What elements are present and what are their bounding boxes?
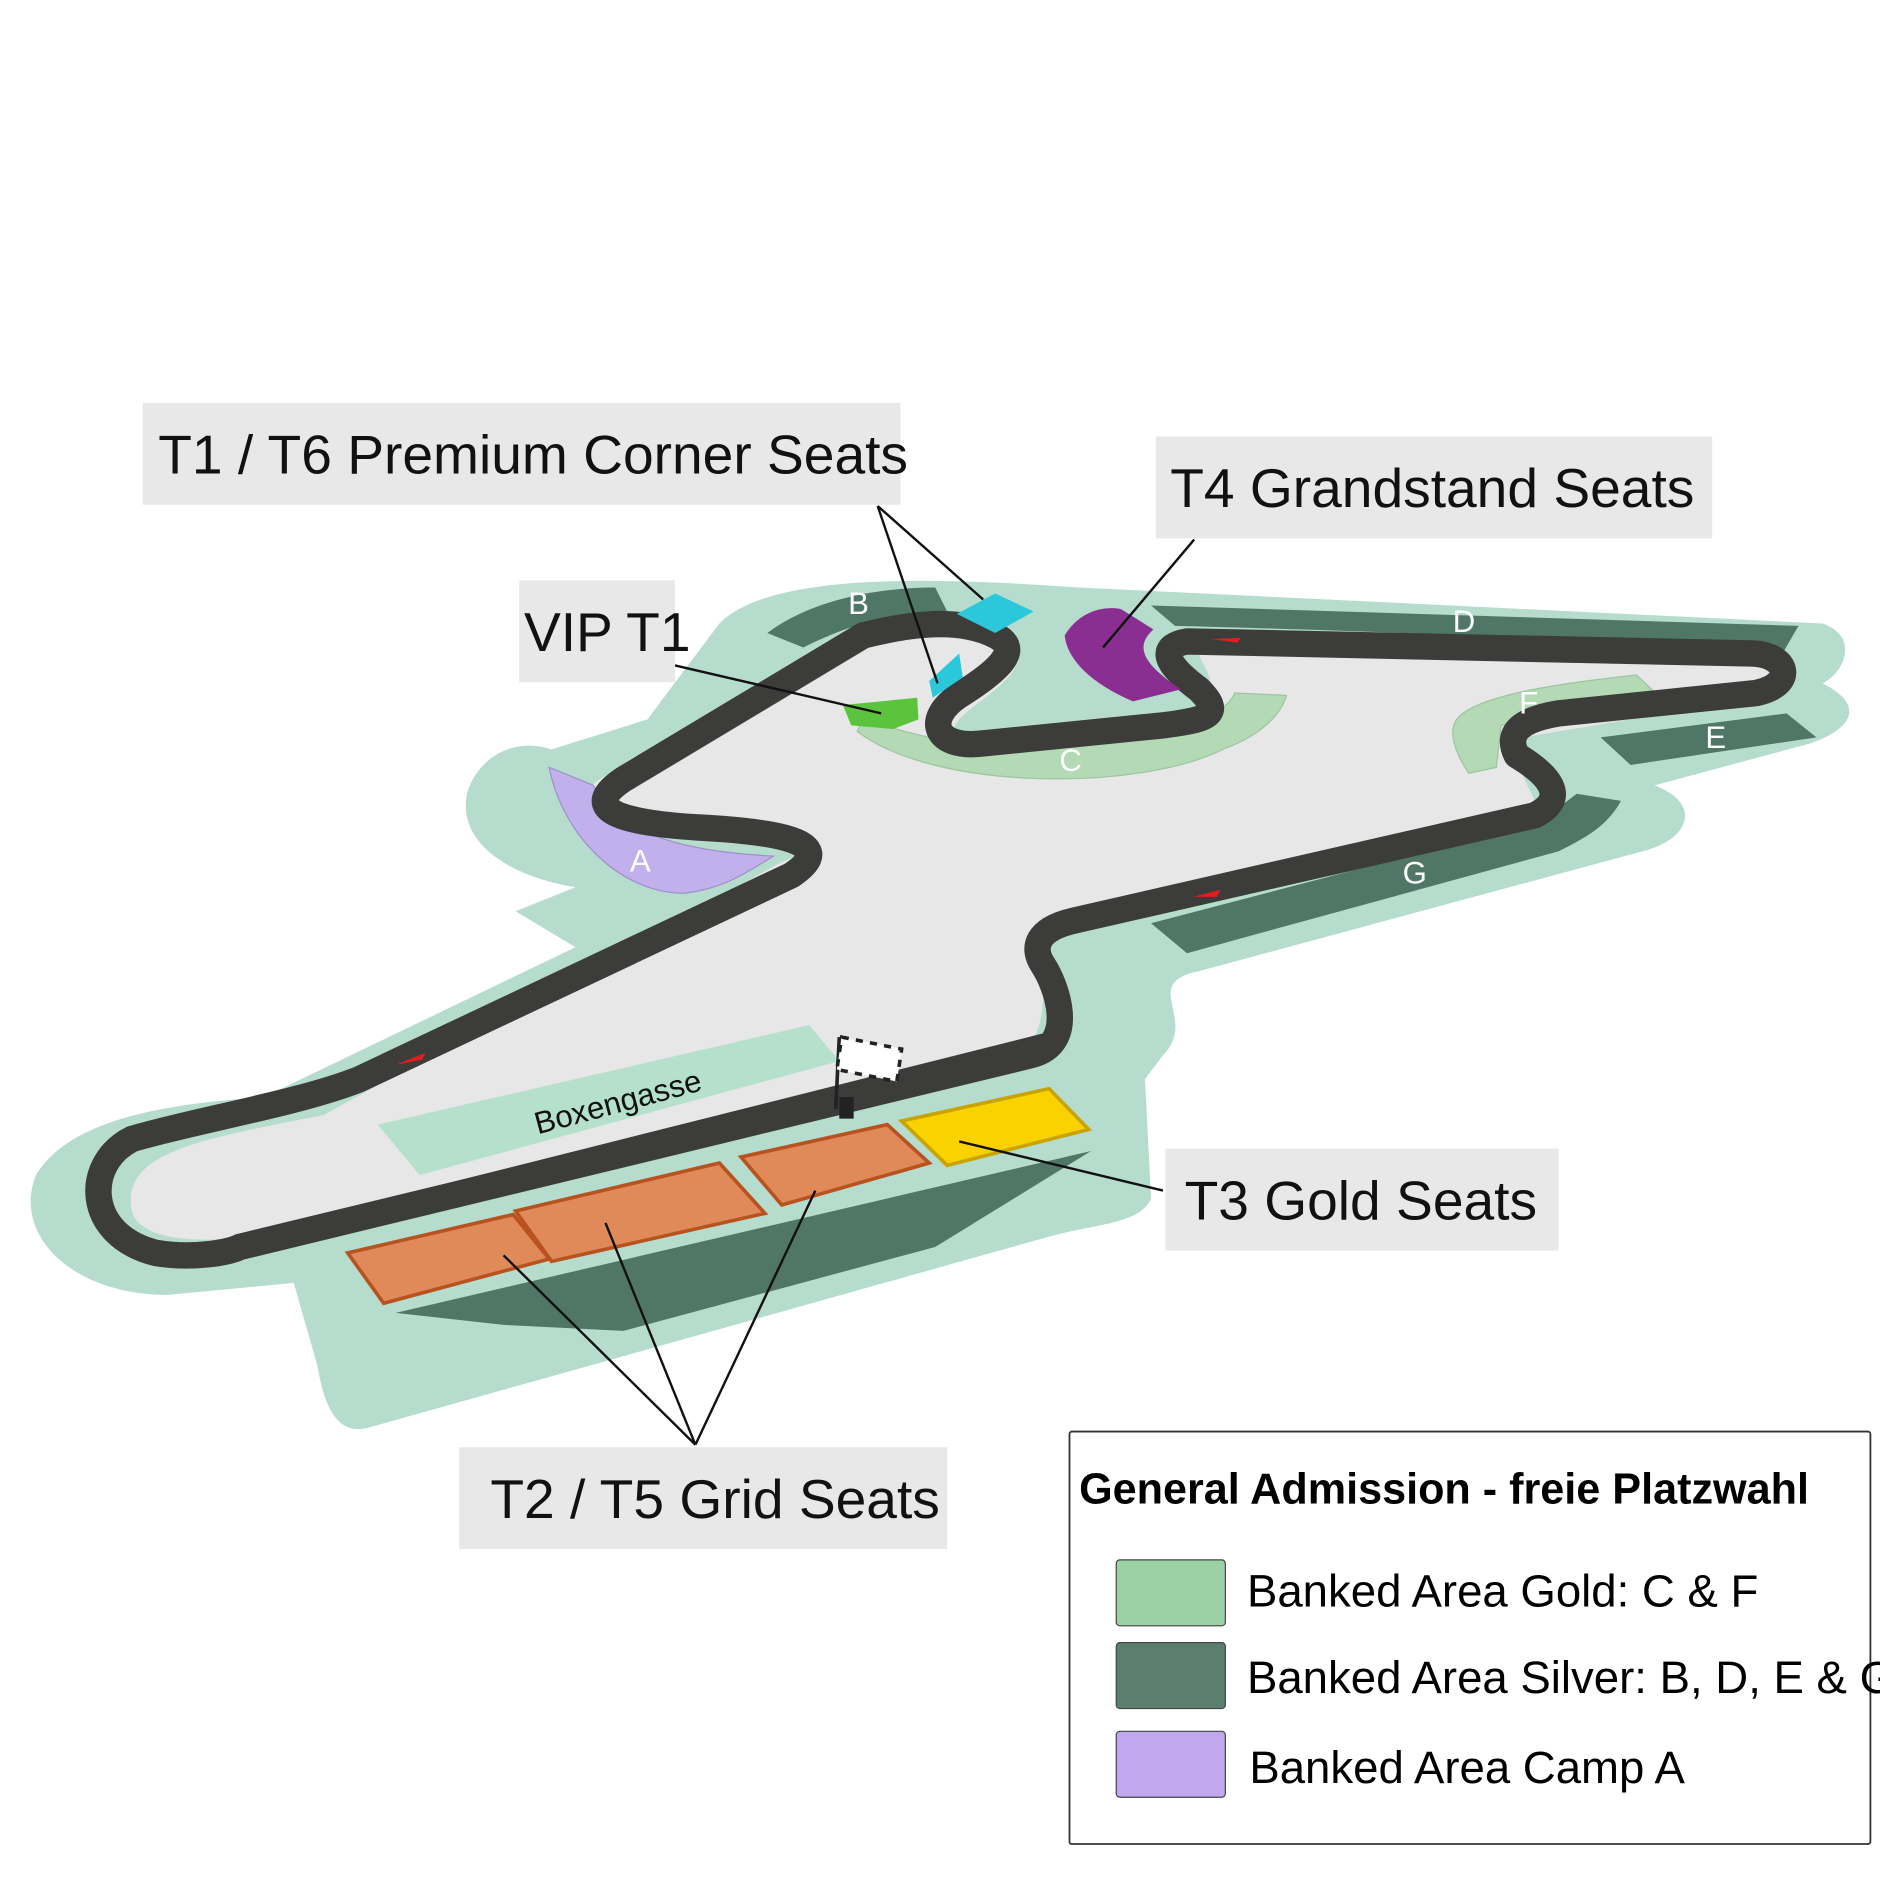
grandstand-seats[interactable] [1064,608,1181,702]
arrow-icon [395,1052,426,1065]
zone-label-d: D [1453,604,1476,639]
premium-corner-seats-1[interactable] [956,593,1034,634]
legend-label-gold: Banked Area Gold: C & F [1247,1566,1758,1617]
bank-e [1600,713,1817,765]
zone-label-f: F [1519,685,1538,720]
checkered-flag-icon [833,1034,904,1119]
arrow-icon [1192,889,1221,897]
zone-label-e: E [1705,720,1726,755]
zone-label-a: A [630,844,651,879]
zone-label-c: C [1059,743,1082,778]
bank-d [1151,605,1799,658]
leader-lines [502,505,1196,1446]
arrow-icon [1210,637,1241,643]
gold-seats-label: T3 Gold Seats [1185,1169,1537,1231]
legend-swatch-silver [1115,1642,1226,1710]
grid-seats-block [344,1212,553,1306]
legend-title: General Admission - freie Platzwahl [1079,1466,1809,1514]
grandstand-label: T4 Grandstand Seats [1170,457,1694,519]
bank-b [767,587,948,648]
legend-swatch-gold [1115,1559,1226,1627]
bank-main [395,1151,1092,1331]
legend: General Admission - freie Platzwahl Bank… [1068,1430,1880,1845]
vip-label: VIP T1 [524,601,691,663]
legend-label-silver: Banked Area Silver: B, D, E & G [1247,1652,1880,1703]
race-track [85,610,1797,1269]
zone-label-g: G [1403,856,1427,891]
premium-corner-label: T1 / T6 Premium Corner Seats [158,424,908,486]
grid-seats-block [737,1122,933,1208]
gold-seats[interactable] [897,1086,1093,1168]
pit-lane-road [298,1033,1045,1231]
grid-seats-label: T2 / T5 Grid Seats [490,1468,939,1530]
legend-swatch-camp [1115,1730,1226,1798]
legend-label-camp: Banked Area Camp A [1249,1742,1685,1793]
grid-seats[interactable] [344,1122,933,1306]
premium-corner-seats-2[interactable] [929,653,963,698]
pit-area [377,1025,840,1175]
infield [130,625,1775,1240]
zone-label-b: B [848,586,869,621]
direction-arrows [395,637,1241,1065]
